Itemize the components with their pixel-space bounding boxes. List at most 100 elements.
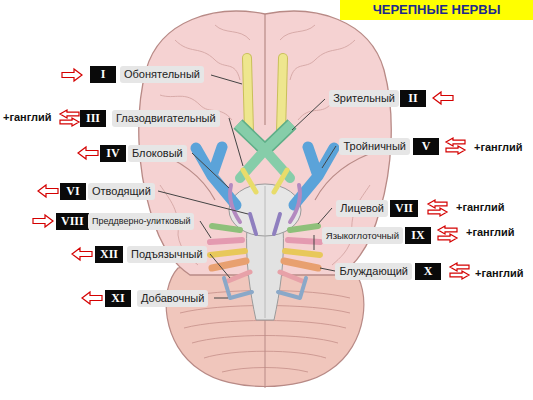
direction-arrow — [438, 234, 457, 242]
roman-numeral: XII — [100, 247, 118, 261]
nerve-name-box: Обонятельный — [120, 66, 204, 83]
abducens-nerve — [250, 214, 256, 234]
vestibulocochlear-nerve — [210, 240, 320, 242]
nerve-number: IX — [405, 227, 431, 244]
leader-lines — [318, 208, 332, 224]
roman-numeral: III — [86, 111, 100, 125]
direction-arrow — [450, 263, 469, 271]
nerve-name: Обонятельный — [124, 68, 200, 80]
leader-lines — [158, 191, 248, 214]
roman-numeral: II — [408, 91, 417, 105]
nerve-number: XII — [95, 246, 123, 263]
leader-lines — [192, 153, 229, 188]
nerve-name: Отводящий — [92, 185, 151, 197]
ganglion-note: +ганглий — [475, 267, 524, 279]
leader-lines — [158, 75, 336, 298]
direction-arrow — [446, 146, 465, 154]
cerebrum — [332, 185, 370, 265]
direction-arrow — [428, 200, 447, 208]
nerve-number: V — [413, 138, 439, 155]
cerebrum — [290, 40, 355, 80]
nerve-number: VI — [60, 183, 86, 200]
accessory-nerve — [224, 278, 252, 298]
nerve-name: Языкоглоточный — [326, 230, 399, 241]
abducens-nerve — [250, 214, 280, 234]
direction-arrow — [433, 92, 453, 104]
oculomotor-nerve — [243, 170, 287, 192]
leader-lines — [320, 268, 335, 271]
leader-lines — [211, 75, 242, 84]
nerve-number: VII — [390, 200, 418, 217]
cerebrum — [264, 14, 265, 125]
leader-lines — [229, 118, 243, 166]
nerve-name: Тройничный — [343, 140, 406, 152]
ganglion-note: +ганглий — [466, 226, 515, 238]
nerve-name: Глазодвигательный — [116, 112, 216, 124]
olfactory-nerve — [247, 58, 283, 132]
nerve-name: Зрительный — [333, 92, 395, 104]
trochlear-nerve — [230, 185, 240, 222]
ganglion-note: +ганглий — [456, 201, 505, 213]
vestibulocochlear-nerve — [288, 240, 320, 242]
leader-lines — [292, 99, 325, 130]
ganglion-note: +ганглий — [474, 141, 523, 153]
roman-numeral: VIII — [61, 214, 84, 228]
nerve-name-box: Глазодвигательный — [112, 110, 220, 127]
leader-lines — [214, 298, 228, 299]
facial-nerve — [212, 226, 240, 230]
nerve-number: XI — [105, 290, 131, 307]
nerve-number: III — [80, 110, 106, 127]
nerve-name-box: Блоковый — [128, 145, 187, 162]
glossopharyngeal-nerve — [210, 251, 320, 255]
nerve-name-box: Отводящий — [88, 183, 155, 200]
roman-numeral: X — [424, 264, 433, 278]
leader-lines — [314, 235, 315, 250]
direction-arrow — [33, 215, 53, 227]
accessory-nerve — [224, 278, 306, 298]
hypoglossal-nerve — [228, 272, 250, 281]
roman-numeral: V — [422, 139, 431, 153]
direction-arrow — [78, 147, 98, 159]
glossopharyngeal-nerve — [285, 251, 320, 255]
roman-numeral: I — [101, 67, 106, 81]
nerve-name: Добавочный — [141, 292, 204, 304]
nerve-name-box: Лицевой — [336, 200, 388, 217]
trochlear-nerve — [290, 185, 300, 222]
nerve-name-box: Добавочный — [137, 290, 208, 307]
direction-arrow — [38, 185, 58, 197]
nerve-name-box: Языкоглоточный — [322, 227, 403, 244]
roman-numeral: IX — [411, 228, 424, 242]
title-bar — [340, 0, 533, 20]
facial-nerve — [212, 226, 318, 230]
direction-arrow — [60, 118, 79, 126]
nerve-number: IV — [100, 145, 126, 162]
direction-arrow — [72, 248, 92, 260]
abducens-nerve — [274, 214, 280, 234]
olfactory-nerve — [281, 58, 283, 132]
direction-arrow — [60, 110, 79, 118]
cerebrum — [280, 25, 315, 40]
nerve-name: Лицевой — [340, 202, 384, 214]
nerve-name-box: Тройничный — [339, 138, 410, 155]
roman-numeral: VII — [395, 201, 413, 215]
optic-chiasm — [238, 124, 292, 178]
nerve-number: II — [400, 90, 426, 107]
direction-arrow — [446, 138, 465, 146]
olfactory-nerve — [247, 58, 249, 132]
oculomotor-nerve — [274, 170, 287, 192]
nerve-name-box: Подъязычный — [127, 246, 207, 263]
ganglion-note: +ганглий — [3, 111, 52, 123]
roman-numeral: VI — [66, 184, 79, 198]
nerve-name-box: Блуждающий — [335, 263, 412, 280]
direction-arrow — [62, 69, 82, 81]
brainstem — [265, 186, 266, 318]
nerve-name: Подъязычный — [131, 248, 203, 260]
cerebrum — [215, 25, 250, 40]
vagus-nerve — [212, 261, 318, 268]
nerve-number: VIII — [56, 213, 89, 230]
nerve-name: Блуждающий — [339, 265, 408, 277]
facial-nerve — [290, 226, 318, 230]
glossopharyngeal-nerve — [210, 251, 245, 255]
